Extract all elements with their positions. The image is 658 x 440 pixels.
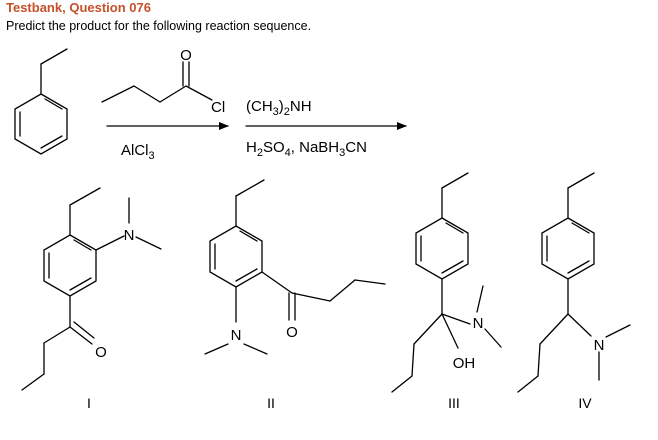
choice-I-numeral: I	[87, 395, 91, 411]
choice-II-numeral: II	[267, 395, 275, 411]
acyl-chlorine-label: Cl	[211, 99, 225, 116]
question-prompt: Predict the product for the following re…	[6, 19, 312, 33]
choice-II-structure: N O	[204, 179, 386, 355]
reagent-aluminum-chloride: AlCl3	[121, 142, 155, 162]
choice-I-nitrogen-label: N	[124, 227, 135, 244]
choice-IV-nitrogen-label: N	[594, 337, 605, 354]
choice-II-nitrogen-label: N	[231, 327, 242, 344]
reagent-acid-cyanoborohydride: H2SO4, NaBH3CN	[246, 139, 367, 159]
choice-IV-numeral: IV	[578, 395, 592, 411]
ethylbenzene-structure	[14, 48, 68, 155]
butanoyl-chloride-structure: O Cl	[101, 47, 225, 116]
choice-III-numeral: III	[448, 395, 460, 411]
choice-IV-structure: N	[517, 172, 631, 393]
choice-III-nitrogen-label: N	[473, 315, 484, 332]
question-title: Testbank, Question 076	[6, 0, 151, 15]
choice-III-structure: N OH	[391, 172, 502, 393]
choice-I-oxygen-label: O	[95, 344, 107, 361]
reagent-dimethylamine: (CH3)2NH	[246, 98, 312, 118]
choice-I-structure: N O	[21, 187, 162, 391]
acyl-oxygen-label: O	[180, 47, 192, 64]
choice-II-oxygen-label: O	[286, 324, 298, 341]
choice-III-hydroxyl-label: OH	[453, 355, 476, 372]
